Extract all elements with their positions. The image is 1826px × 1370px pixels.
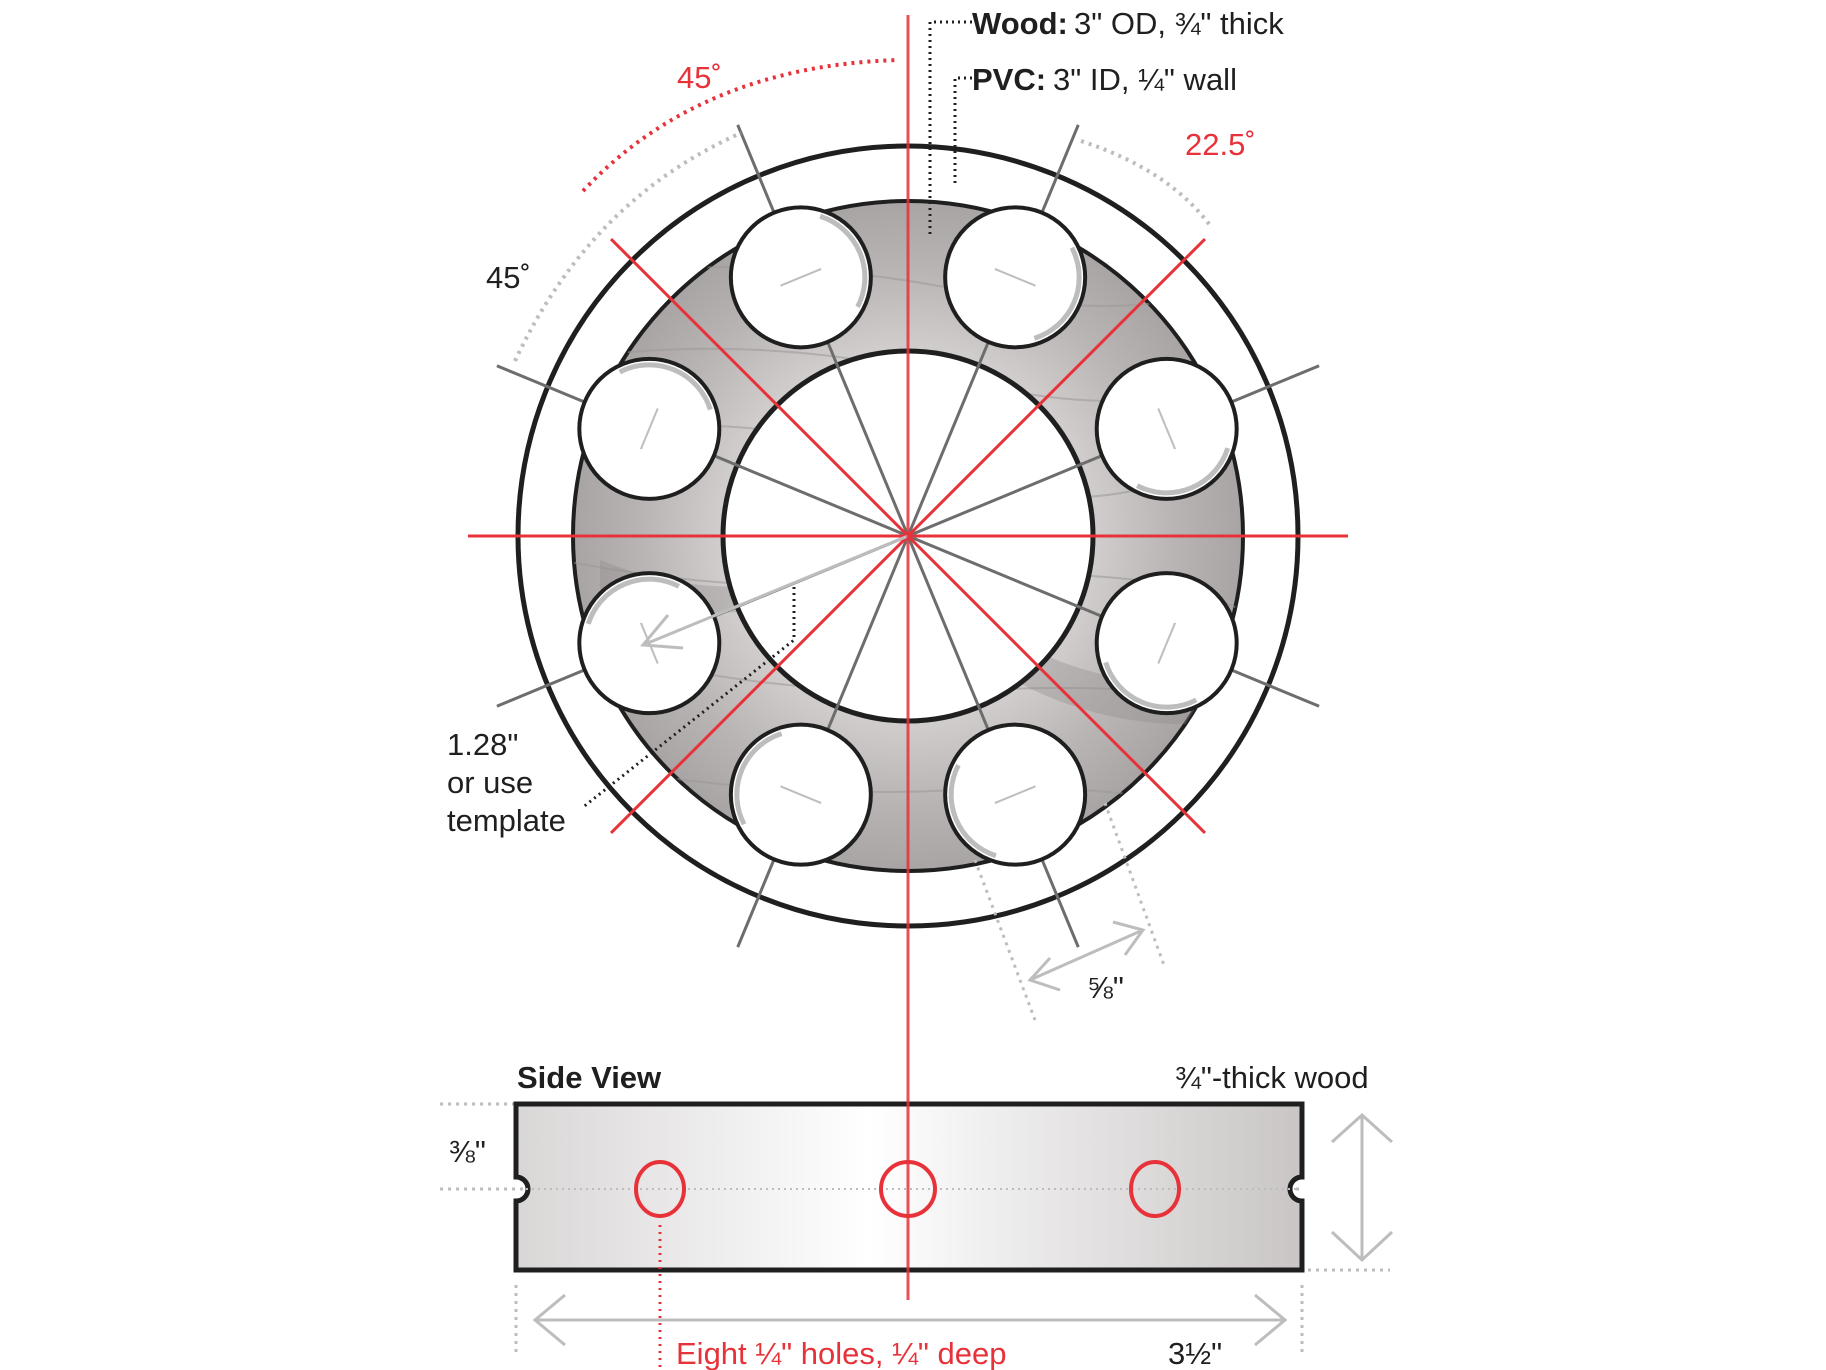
side-view: [440, 1101, 1394, 1370]
half-thickness-label: ⅜": [449, 1134, 486, 1169]
hole-tick: [780, 785, 822, 805]
hole-tick: [639, 408, 659, 450]
hole: [577, 356, 722, 501]
thickness-note: ¾"-thick wood: [1175, 1060, 1369, 1095]
side-view-title: Side View: [517, 1060, 662, 1095]
width-label: 3½": [1168, 1336, 1222, 1370]
holes-note: Eight ¼" holes, ¼" deep: [676, 1336, 1007, 1370]
hole-shadow: [585, 576, 681, 625]
hole-shadow: [1103, 661, 1198, 710]
hole: [943, 205, 1088, 350]
edge-distance-dimension: [973, 802, 1167, 1021]
radius-arrow: [639, 534, 909, 650]
hole-tick: [1157, 408, 1177, 450]
hole-tick: [994, 785, 1036, 805]
wood-name-label: Wood:: [972, 6, 1068, 41]
hole-tick: [780, 267, 822, 287]
hole-tick: [1157, 622, 1177, 664]
hole: [1094, 571, 1239, 716]
hole-group: [577, 205, 1239, 867]
hole: [1094, 356, 1239, 501]
hole: [728, 205, 873, 350]
angle-arc-45-red: [581, 58, 899, 193]
leader-lines: [581, 20, 972, 810]
width-arrow: [514, 1285, 1304, 1355]
hole-shadow: [1135, 447, 1231, 496]
angle-22-5-label: 22.5˚: [1185, 127, 1256, 162]
edge-distance-label: ⅝": [1087, 970, 1124, 1005]
angle-45-gray-label: 45˚: [486, 260, 531, 295]
pvc-spec-label: 3" ID, ¼" wall: [1053, 62, 1237, 97]
offset-label-line3: template: [447, 803, 566, 838]
wood-spec-label: 3" OD, ¾" thick: [1074, 6, 1284, 41]
hole: [943, 722, 1088, 867]
hole-shadow: [819, 213, 868, 309]
side-hole: [634, 1160, 686, 1218]
hole-tick: [994, 267, 1036, 287]
angle-45-red-label: 45˚: [677, 60, 722, 95]
offset-label-line2: or use: [447, 765, 533, 800]
hole-shadow: [618, 362, 713, 411]
side-hole: [1129, 1160, 1181, 1218]
hole: [728, 722, 873, 867]
thickness-arrow: [1330, 1112, 1394, 1263]
hole-shadow: [948, 763, 997, 859]
hole-shadow: [1033, 246, 1082, 341]
hole-shadow: [734, 731, 783, 826]
offset-label-line1: 1.28": [447, 727, 518, 762]
pvc-name-label: PVC:: [972, 62, 1046, 97]
